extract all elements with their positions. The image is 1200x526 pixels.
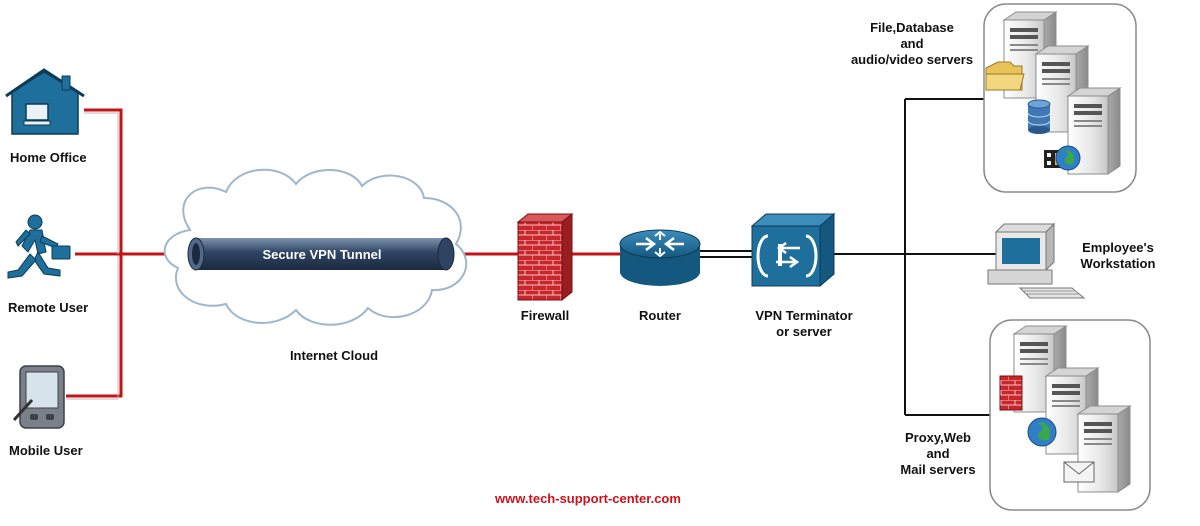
globe-icon — [1055, 145, 1081, 171]
router-label: Router — [639, 308, 681, 323]
vpn-tunnel — [187, 237, 455, 271]
footer-url-link[interactable]: www.tech-support-center.com — [494, 491, 681, 506]
lan-links — [834, 98, 1005, 416]
link-home-office — [84, 108, 123, 254]
workstation-icon — [987, 222, 1086, 299]
router-icon — [619, 229, 701, 286]
file-database-av-servers-icon — [985, 11, 1121, 175]
vpn-terminator-label-1: VPN Terminator — [755, 308, 852, 323]
firewall-icon — [516, 212, 574, 302]
mobile-user-label: Mobile User — [9, 443, 83, 458]
file-group-label-2: and — [900, 36, 923, 51]
brick-wall-icon — [999, 375, 1023, 411]
pda-icon — [12, 365, 65, 429]
house-icon — [5, 68, 85, 135]
proxy-web-mail-servers-icon — [999, 325, 1131, 493]
remote-user-label: Remote User — [8, 300, 88, 315]
file-group-label-1: File,Database — [870, 20, 954, 35]
vpn-tunnel-label: Secure VPN Tunnel — [263, 247, 382, 262]
vpn-terminator-icon — [750, 212, 836, 288]
database-icon — [1027, 99, 1051, 134]
proxy-group-label-1: Proxy,Web — [905, 430, 971, 445]
internet-cloud-label: Internet Cloud — [290, 348, 378, 363]
shadow-links — [66, 112, 119, 400]
link-mobile-user — [66, 254, 123, 398]
running-man-icon — [7, 214, 71, 279]
proxy-group-label-3: Mail servers — [900, 462, 975, 477]
mail-envelope-icon — [1063, 461, 1095, 483]
file-group-label-3: audio/video servers — [851, 52, 973, 67]
vpn-terminator-label-2: or server — [776, 324, 832, 339]
link-router-terminator — [700, 250, 752, 258]
workstation-label-1: Employee's — [1082, 240, 1154, 255]
firewall-label: Firewall — [521, 308, 569, 323]
home-office-label: Home Office — [10, 150, 87, 165]
folder-icon — [985, 61, 1025, 91]
proxy-group-label-2: and — [926, 446, 949, 461]
globe-icon — [1027, 417, 1057, 447]
workstation-label-2: Workstation — [1081, 256, 1156, 271]
